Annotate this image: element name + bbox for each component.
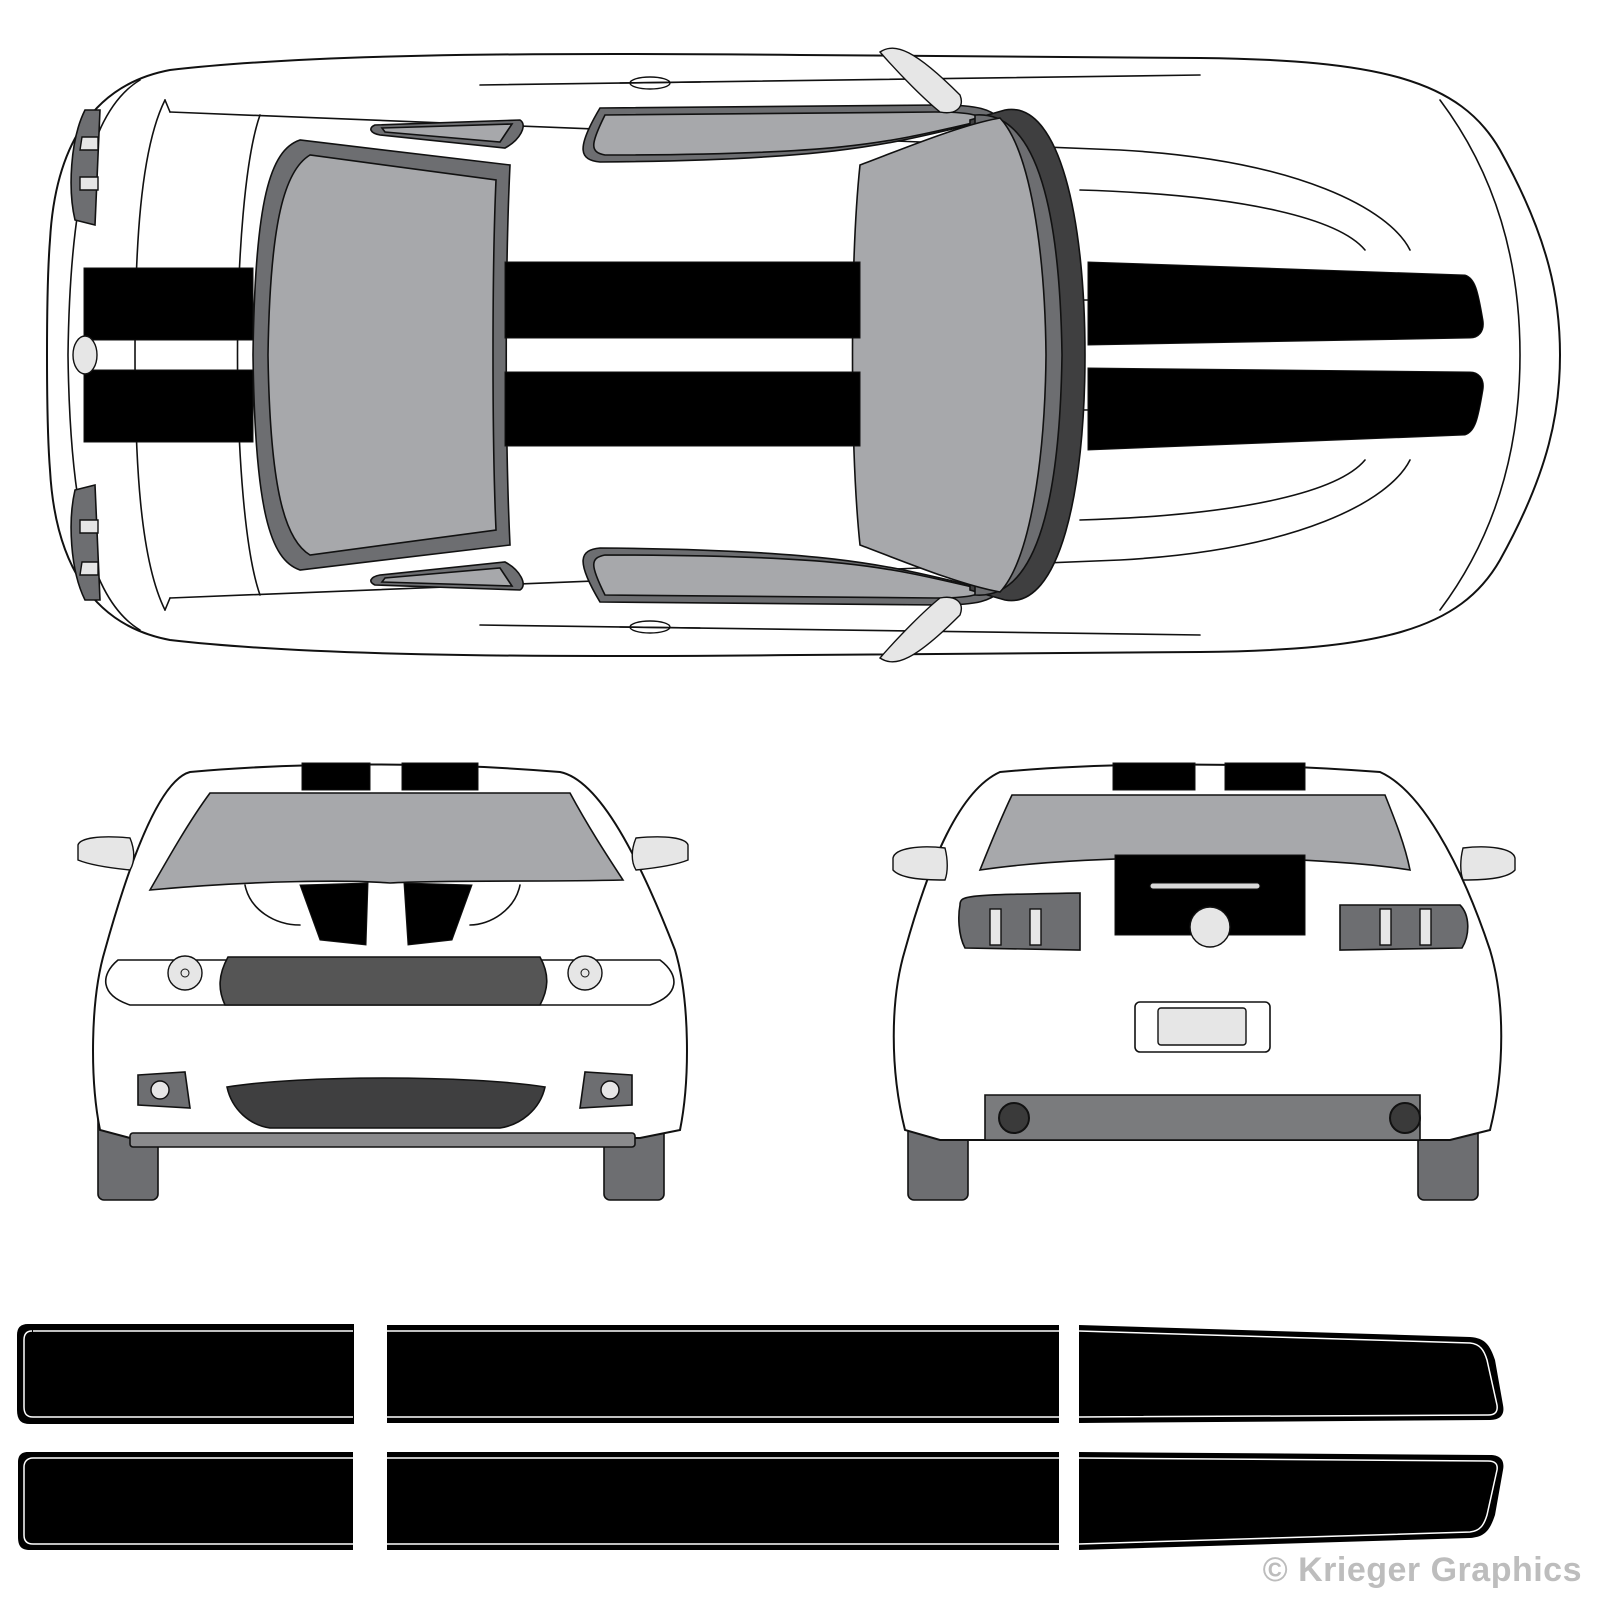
decal-row1-middle <box>387 1325 1059 1423</box>
top-view <box>46 47 1562 663</box>
decal-row2-front <box>18 1452 353 1550</box>
decal-pieces <box>17 1324 1504 1550</box>
rear-view <box>892 762 1516 1201</box>
decal-row1-rear <box>1079 1325 1504 1423</box>
front-view <box>77 762 689 1201</box>
top-stripe-rear-left <box>1087 261 1484 346</box>
top-emblem <box>72 335 98 375</box>
top-rear-window <box>851 117 1047 593</box>
top-stripe-left <box>83 267 254 341</box>
decal-row2-middle <box>387 1452 1059 1550</box>
watermark-copyright: © Krieger Graphics <box>1262 1551 1582 1589</box>
top-windshield <box>267 154 497 556</box>
decal-row2-rear <box>1079 1452 1504 1550</box>
decal-row1-front <box>17 1324 354 1424</box>
